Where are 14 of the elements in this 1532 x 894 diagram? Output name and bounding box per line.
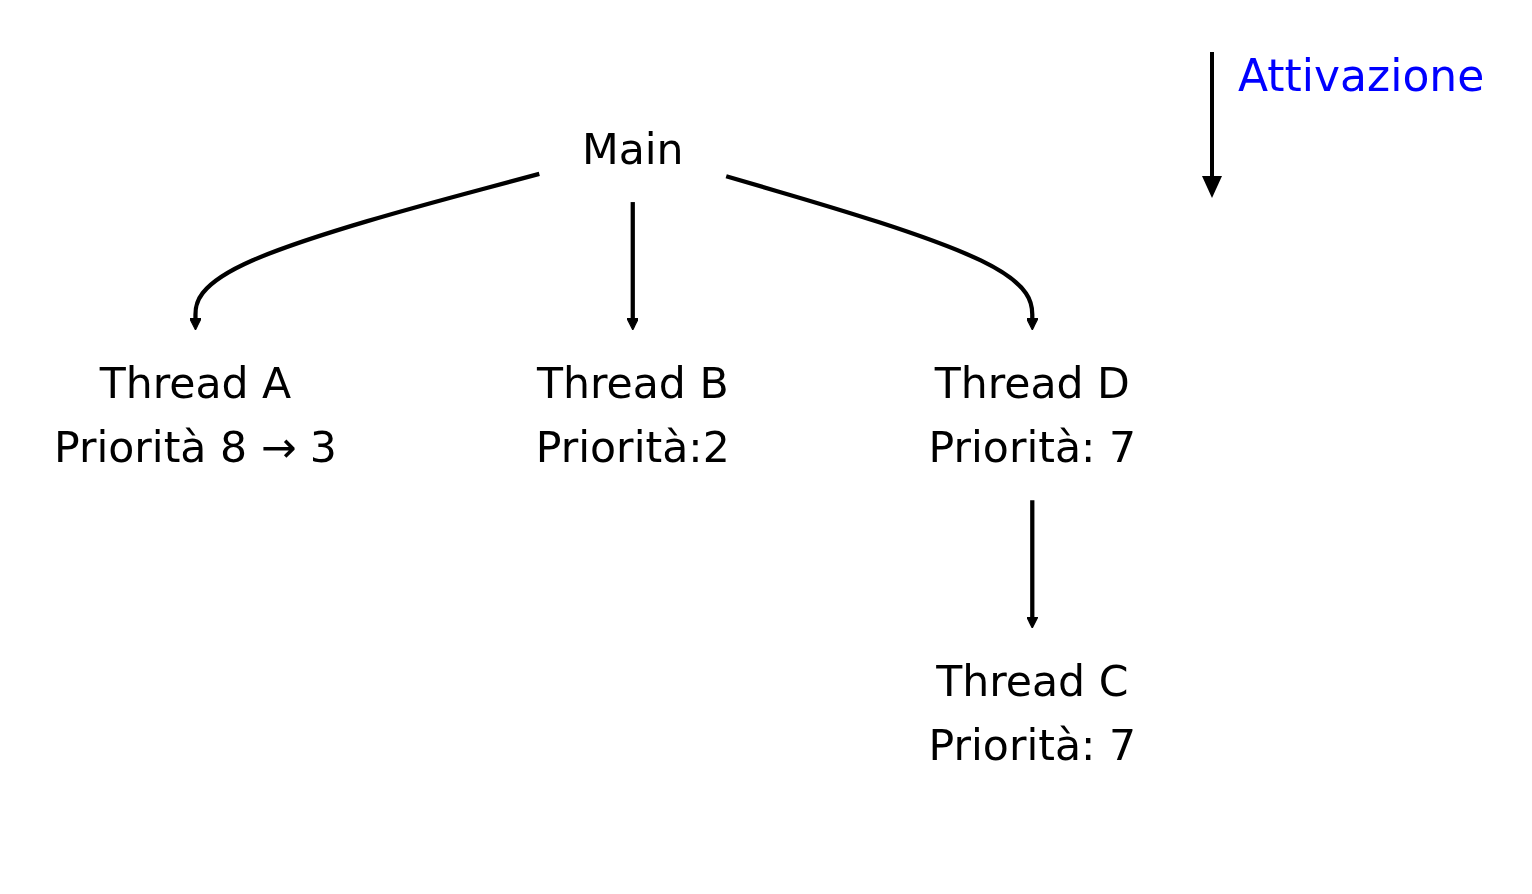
node-label: Priorità 8 → 3: [53, 422, 337, 472]
node-label: Priorità:2: [535, 422, 730, 472]
arrow: [189, 171, 540, 331]
node-label: Priorità: 7: [928, 720, 1137, 771]
arrow: [626, 202, 639, 331]
node-label: Priorità: 7: [928, 422, 1137, 472]
arrow: [725, 174, 1039, 331]
node-text: Main: [581, 123, 684, 174]
legend-text: Attivazione: [1238, 50, 1485, 101]
node-text: Thread B: [536, 358, 729, 408]
node-text: Thread D: [934, 358, 1130, 408]
node-text: Thread C: [936, 656, 1129, 707]
node-text: Thread A: [99, 358, 292, 408]
arrow: [1026, 500, 1039, 629]
